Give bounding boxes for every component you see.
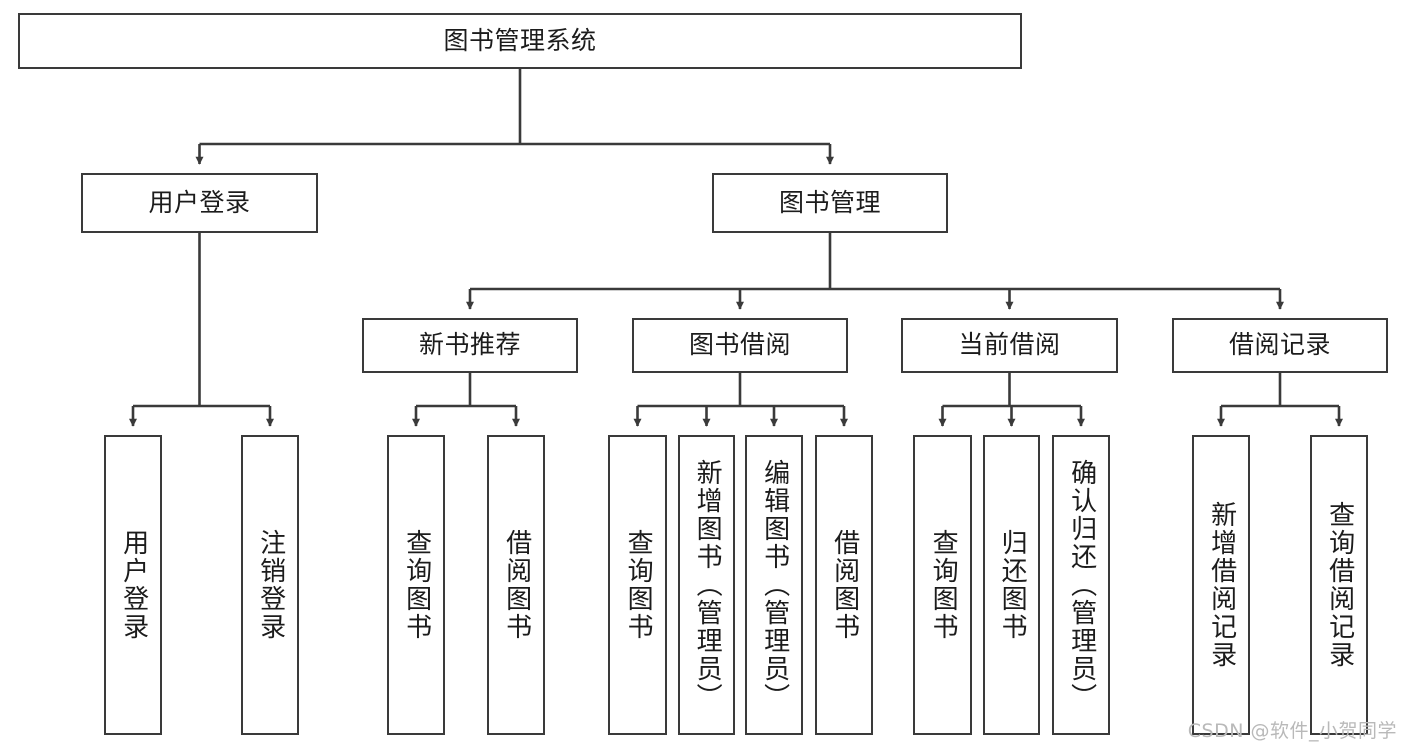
node-l3-d1[interactable]: 查询图书 [913, 435, 972, 735]
node-root[interactable]: 图书管理系统 [18, 13, 1022, 69]
node-l2-newbook[interactable]: 新书推荐 [362, 318, 578, 373]
node-l1-bookmgmt[interactable]: 图书管理 [712, 173, 948, 233]
node-label: 新书推荐 [418, 330, 521, 360]
node-label: 确认归还（管理员） [1066, 459, 1097, 711]
node-l3-d2[interactable]: 归还图书 [983, 435, 1040, 735]
node-l2-records[interactable]: 借阅记录 [1172, 318, 1388, 373]
node-label: 新增图书（管理员） [692, 459, 723, 711]
node-l3-d3[interactable]: 确认归还（管理员） [1052, 435, 1110, 735]
node-l3-c4[interactable]: 借阅图书 [815, 435, 873, 735]
node-label: 图书管理 [778, 187, 881, 217]
node-label: 注销登录 [255, 529, 286, 641]
node-l3-c2[interactable]: 新增图书（管理员） [678, 435, 735, 735]
node-label: 借阅图书 [501, 529, 532, 641]
node-label: 当前借阅 [958, 330, 1061, 360]
node-l3-b1[interactable]: 查询图书 [387, 435, 445, 735]
node-l3-c1[interactable]: 查询图书 [608, 435, 667, 735]
node-label: 归还图书 [997, 529, 1028, 641]
node-label: 查询图书 [623, 529, 654, 641]
node-label: 图书借阅 [688, 330, 791, 360]
node-l3-a1[interactable]: 用户登录 [104, 435, 162, 735]
watermark-text: CSDN @软件_小贺同学 [1187, 720, 1397, 742]
node-l2-borrow[interactable]: 图书借阅 [632, 318, 848, 373]
node-label: 借阅图书 [829, 529, 860, 641]
node-l3-b2[interactable]: 借阅图书 [487, 435, 545, 735]
node-l3-a2[interactable]: 注销登录 [241, 435, 299, 735]
node-label: 借阅记录 [1228, 330, 1331, 360]
node-label: 用户登录 [148, 187, 251, 217]
node-label: 用户登录 [118, 529, 149, 641]
node-l3-e2[interactable]: 查询借阅记录 [1310, 435, 1368, 735]
node-label: 查询借阅记录 [1324, 501, 1355, 669]
node-label: 编辑图书（管理员） [759, 459, 790, 711]
node-l3-e1[interactable]: 新增借阅记录 [1192, 435, 1250, 735]
node-label: 查询图书 [928, 529, 959, 641]
node-label: 新增借阅记录 [1206, 501, 1237, 669]
node-l1-login[interactable]: 用户登录 [81, 173, 318, 233]
node-l3-c3[interactable]: 编辑图书（管理员） [745, 435, 803, 735]
node-label: 图书管理系统 [443, 25, 597, 55]
node-label: 查询图书 [401, 529, 432, 641]
node-l2-current[interactable]: 当前借阅 [901, 318, 1118, 373]
